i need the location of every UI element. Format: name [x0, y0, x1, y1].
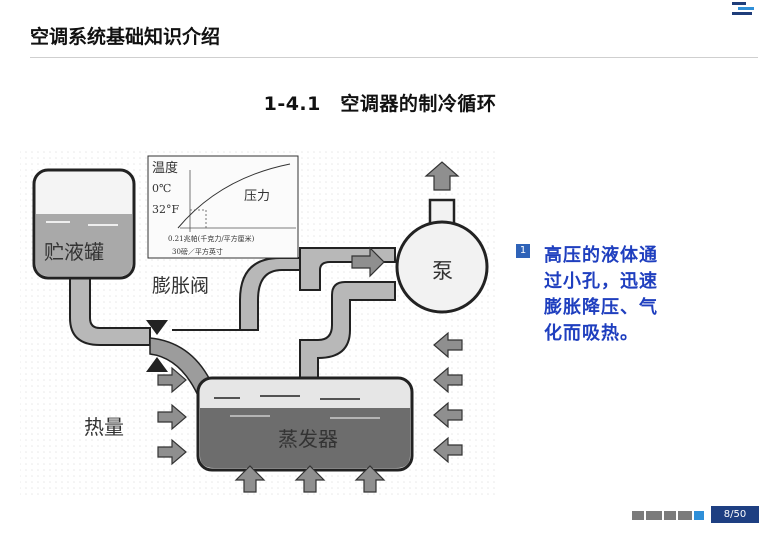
inset-pressure-metric: 0.21兆帕(千克力/平方厘米) — [168, 234, 255, 243]
page-number: 8/50 — [711, 506, 759, 523]
section-title: 1-4.1 空调器的制冷循环 — [263, 93, 497, 115]
expansion-valve-label: 膨胀阀 — [152, 275, 209, 297]
header-title: 空调系统基础知识介绍 — [30, 26, 221, 48]
pump — [395, 198, 489, 314]
left-arrow-icon — [433, 366, 463, 394]
right-arrow-icon — [157, 438, 187, 466]
evaporator — [196, 376, 414, 472]
right-arrow-icon — [157, 403, 187, 431]
up-arrow-icon — [354, 465, 386, 493]
right-arrow-icon — [157, 366, 187, 394]
left-arrow-icon — [433, 331, 463, 359]
inset-temperature-label: 温度 — [152, 160, 178, 176]
bullet-line: 高压的液体通 — [544, 245, 658, 266]
footer-logo-icon — [632, 509, 706, 521]
pump-label: 泵 — [432, 259, 453, 283]
inset-pressure-imperial: 30磅／平方英寸 — [172, 247, 223, 256]
inset-pressure-label: 压力 — [244, 189, 270, 204]
header-divider — [30, 57, 758, 58]
inset-fahrenheit-label: 32°F — [152, 203, 179, 216]
up-arrow-icon — [294, 465, 326, 493]
evaporator-label: 蒸发器 — [278, 427, 338, 451]
bullet-line: 膨胀降压、气 — [544, 297, 658, 318]
bullet-line: 化而吸热。 — [544, 323, 639, 344]
receiver-label: 贮液罐 — [44, 240, 104, 264]
up-arrow-icon — [234, 465, 266, 493]
receiver-tank — [32, 168, 136, 280]
left-arrow-icon — [433, 401, 463, 429]
inset-graph — [147, 155, 299, 259]
heat-label: 热量 — [84, 415, 124, 439]
inset-celsius-label: 0℃ — [152, 182, 171, 195]
logo-icon — [732, 2, 754, 16]
left-arrow-icon — [433, 436, 463, 464]
bullet-number: 1 — [516, 244, 530, 258]
right-arrow-icon — [351, 246, 385, 278]
bullet-line: 过小孔，迅速 — [544, 271, 658, 292]
up-arrow-icon — [424, 161, 460, 191]
bullet-text: 高压的液体通 过小孔，迅速 膨胀降压、气 化而吸热。 — [544, 243, 694, 347]
